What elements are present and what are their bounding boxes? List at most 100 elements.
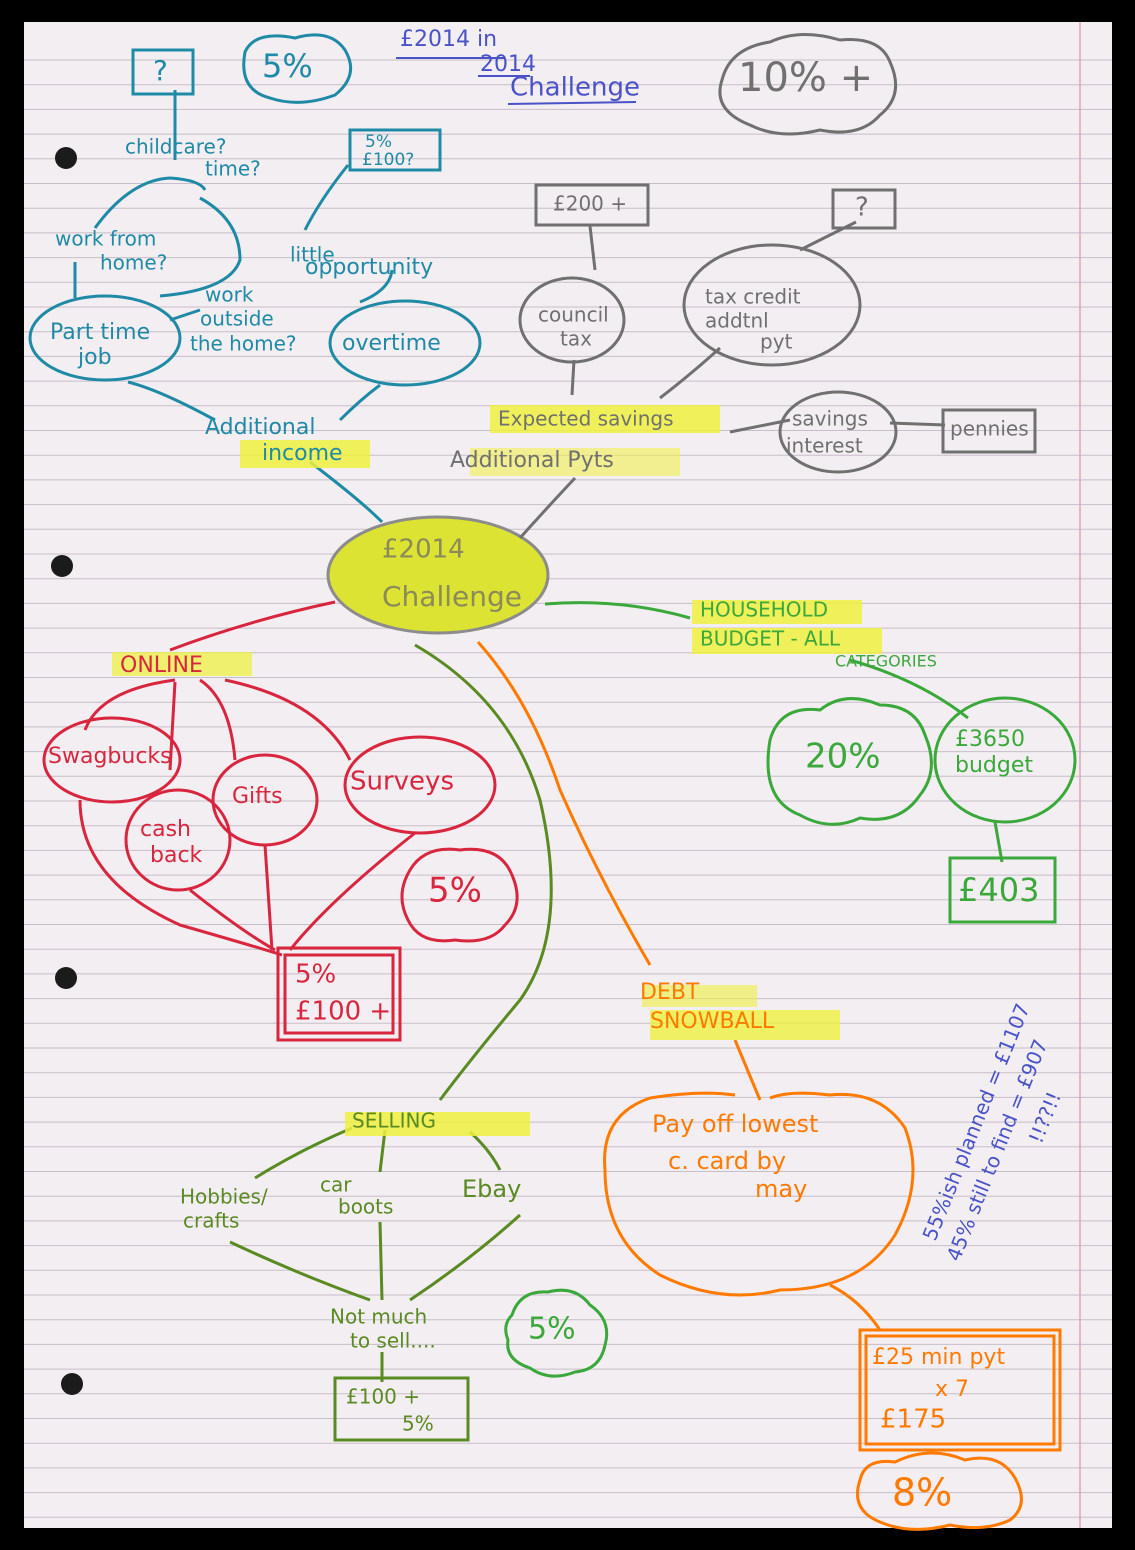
punch-hole: [55, 967, 77, 989]
online-label: ONLINE: [120, 653, 203, 678]
additional-income-label-2: income: [262, 441, 343, 466]
little-opportunity-1: little: [290, 243, 335, 267]
work-outside-3: the home?: [190, 332, 297, 356]
payments-percent-cloud: 10% +: [738, 55, 873, 101]
household-label-2: BUDGET - ALL: [700, 627, 841, 651]
additional-income-text: Additional income Part time job work fro…: [50, 47, 441, 466]
childcare-2: time?: [205, 157, 261, 181]
payoff-2: c. card by: [668, 1147, 786, 1175]
page-title: £2014 in 2014 Challenge: [396, 27, 640, 105]
work-outside-1: work: [205, 283, 254, 307]
online-text: ONLINE Swagbucks Gifts Surveys cash back…: [48, 653, 482, 1027]
highlight: [692, 600, 862, 624]
selling-branch: [229, 643, 553, 1442]
selling-result-1: £100 +: [346, 1385, 420, 1409]
highlight: [470, 448, 680, 476]
council-tax-2: tax: [560, 327, 592, 351]
household-label-3: CATEGORIES: [835, 652, 937, 671]
debt-label-2: SNOWBALL: [650, 1009, 775, 1034]
hobbies-1: Hobbies/: [180, 1185, 268, 1209]
online-result-2: £100 +: [295, 997, 391, 1027]
budget-amount: £3650: [955, 727, 1025, 752]
tax-credit-3: pyt: [760, 330, 793, 354]
childcare-1: childcare?: [125, 135, 226, 159]
additional-payments-label: Additional Pyts: [450, 448, 614, 473]
income-percent-cloud: 5%: [262, 47, 313, 85]
debt-result-1: £25 min pyt: [872, 1345, 1005, 1370]
selling-cloud: [504, 1288, 609, 1378]
title-line-1: £2014 in: [400, 27, 497, 52]
income-question-box: ?: [153, 54, 168, 87]
part-time-job-1: Part time: [50, 320, 150, 345]
savings-interest-1: savings: [792, 407, 868, 431]
overtime-label: overtime: [342, 331, 441, 356]
tax-credit-2: addtnl: [705, 309, 769, 333]
debt-snowball-text: DEBT SNOWBALL Pay off lowest c. card by …: [640, 980, 1005, 1515]
center-line-2: Challenge: [382, 580, 522, 613]
little-opportunity-2: opportunity: [305, 255, 433, 280]
cashback-2: back: [150, 843, 203, 868]
selling-percent-cloud: 5%: [528, 1312, 576, 1347]
punch-hole: [51, 555, 73, 577]
additional-payments-branch: [518, 32, 1037, 539]
work-outside-2: outside: [200, 307, 274, 331]
expected-savings-label: Expected savings: [498, 407, 674, 431]
overtime-box-2: £100?: [362, 150, 414, 170]
ebay-label: Ebay: [462, 1175, 521, 1203]
council-tax-box: £200 +: [553, 192, 627, 216]
council-tax-1: council: [538, 303, 609, 327]
debt-percent-cloud: 8%: [892, 1471, 952, 1515]
car-boots-2: boots: [338, 1195, 393, 1219]
selling-text: SELLING Hobbies/ crafts car boots Ebay N…: [180, 1109, 576, 1436]
side-note: 55%ish planned = £1107 45% still to find…: [917, 1000, 1065, 1264]
household-label-1: HOUSEHOLD: [700, 598, 828, 622]
not-much-1: Not much: [330, 1305, 427, 1329]
highlight: [650, 1010, 840, 1040]
additional-income-label-1: Additional: [205, 415, 315, 440]
overtime-box-1: 5%: [365, 132, 392, 152]
debt-snowball-branch: [476, 640, 1062, 1531]
household-percent-cloud: 20%: [805, 737, 881, 777]
cashback-1: cash: [140, 817, 191, 842]
household-result-box: £403: [958, 871, 1039, 909]
savings-interest-2: interest: [786, 434, 863, 458]
gifts-label: Gifts: [232, 784, 283, 809]
work-from-home-2: home?: [100, 251, 167, 275]
punch-hole: [61, 1373, 83, 1395]
debt-label-1: DEBT: [640, 980, 700, 1005]
selling-label: SELLING: [352, 1109, 436, 1133]
additional-income-branch: [28, 33, 482, 524]
selling-result-2: 5%: [402, 1412, 434, 1436]
tax-credit-1: tax credit: [705, 285, 801, 309]
pennies-box: pennies: [950, 417, 1029, 441]
additional-payments-text: Expected savings Additional Pyts council…: [450, 55, 1029, 473]
online-result-1: 5%: [295, 960, 336, 990]
title-line-3: Challenge: [510, 73, 640, 103]
highlight: [490, 405, 720, 433]
hobbies-2: crafts: [183, 1209, 239, 1233]
ruled-lines: [24, 22, 1112, 1528]
not-much-2: to sell....: [350, 1329, 436, 1353]
payoff-3: may: [755, 1175, 807, 1203]
central-challenge-node: £2014 Challenge: [326, 515, 550, 635]
highlight: [345, 1112, 530, 1136]
highlight: [112, 652, 252, 676]
highlight: [642, 985, 757, 1007]
part-time-job-2: job: [77, 345, 112, 370]
highlight: [240, 440, 370, 468]
debt-result-3: £175: [880, 1405, 946, 1435]
work-from-home-1: work from: [55, 227, 156, 251]
online-percent-cloud: 5%: [428, 871, 482, 911]
tax-credit-box: ?: [855, 193, 869, 223]
swagbucks-label: Swagbucks: [48, 744, 172, 769]
highlight: [692, 628, 882, 654]
payoff-1: Pay off lowest: [652, 1110, 818, 1138]
car-boots-1: car: [320, 1173, 352, 1197]
surveys-label: Surveys: [350, 767, 454, 797]
debt-result-2: x 7: [935, 1377, 969, 1402]
household-budget-branch: [544, 601, 1077, 924]
center-line-1: £2014: [382, 535, 465, 565]
online-branch: [42, 600, 519, 1042]
punch-hole: [55, 147, 77, 169]
